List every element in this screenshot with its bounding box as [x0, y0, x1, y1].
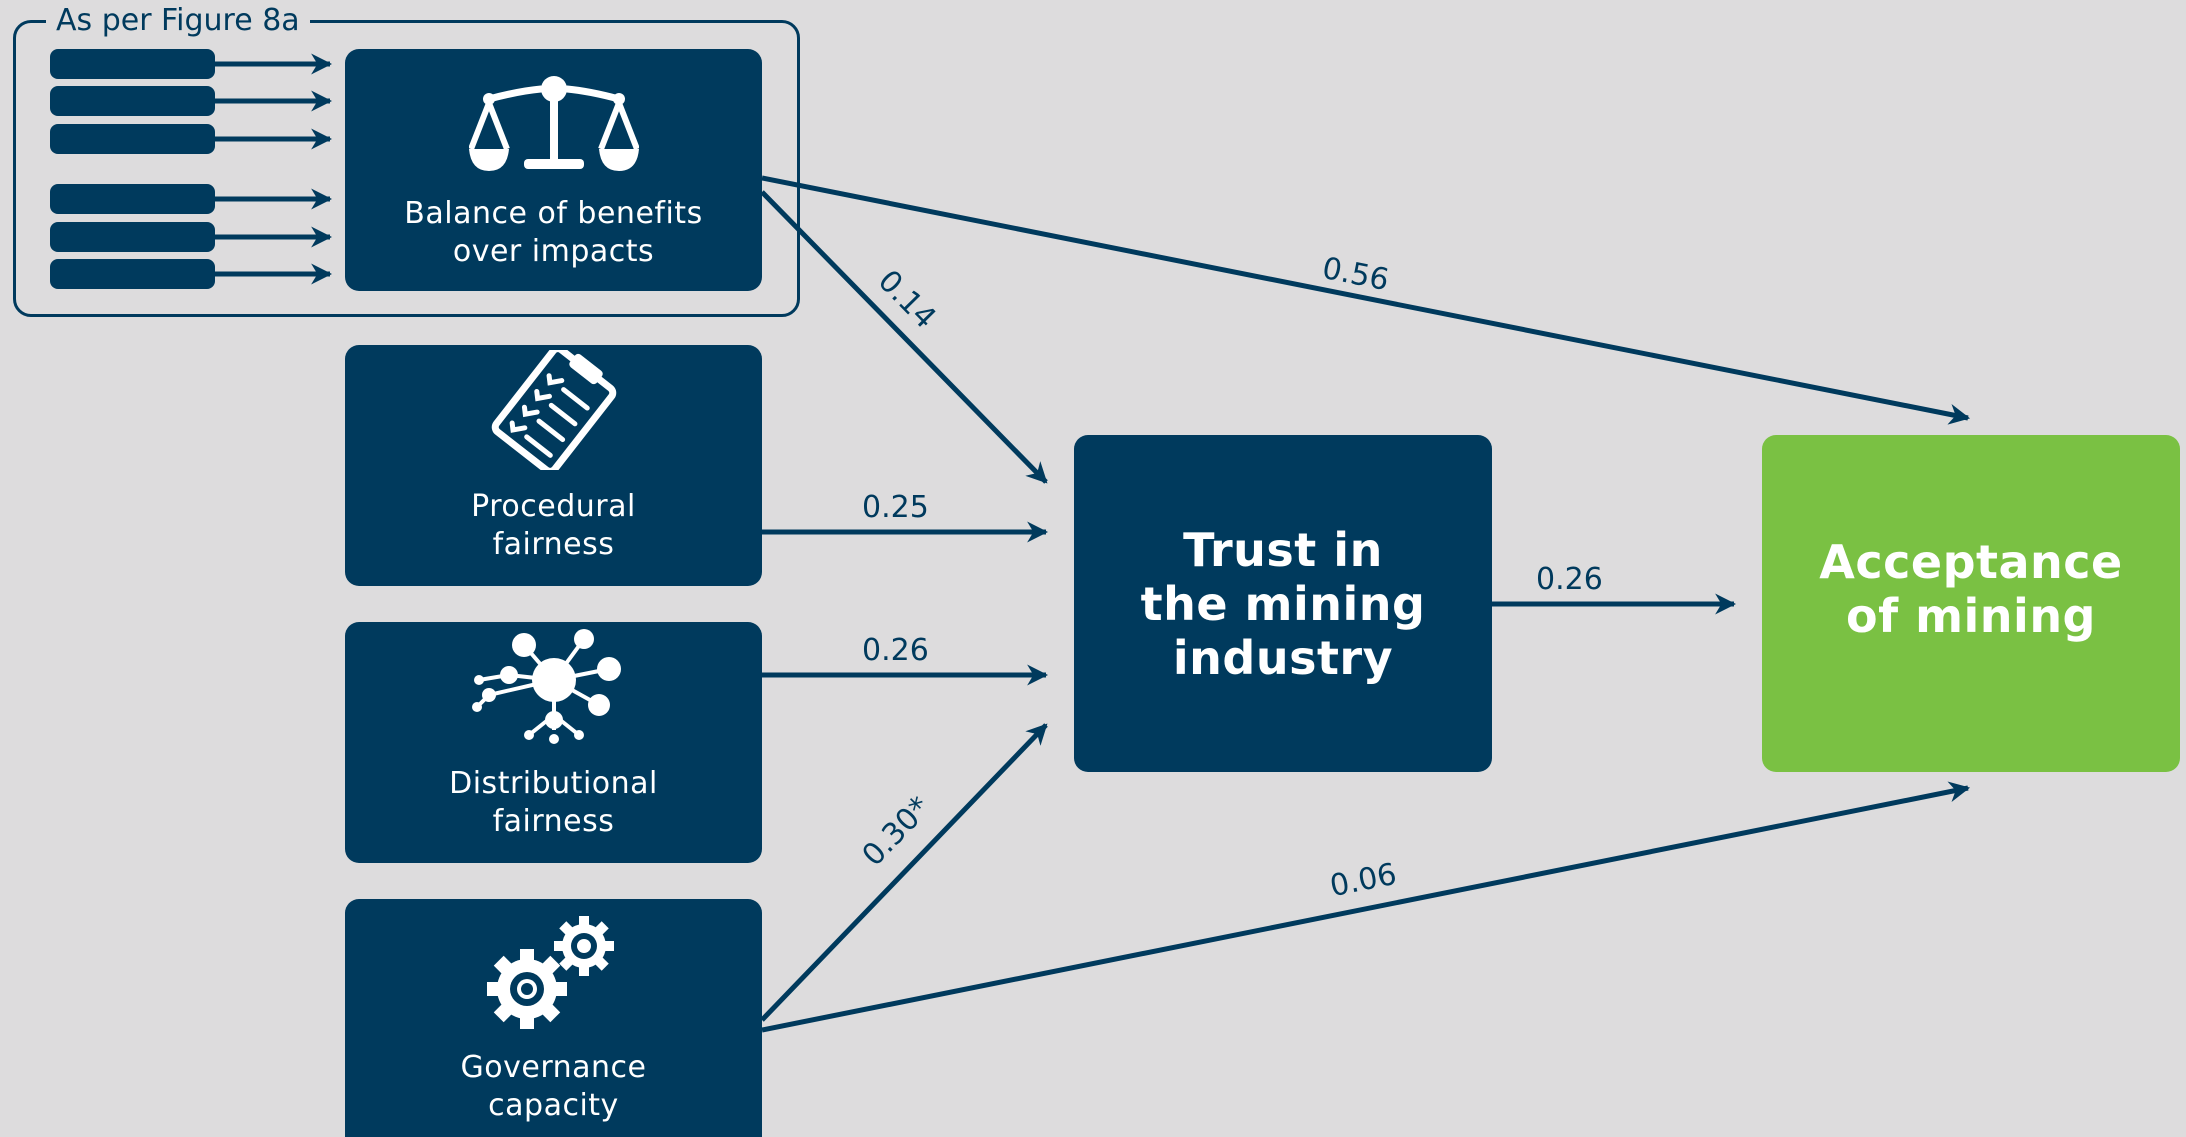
- arrow-governance-to-acceptance: [761, 781, 1971, 1033]
- clipboard-icon: [491, 350, 616, 470]
- input-stub-bar: [50, 124, 215, 154]
- gears-icon: [486, 916, 614, 1029]
- node-governance-capacity: Governance capacity: [345, 899, 762, 1137]
- node-trust-in-mining-industry: Trust in the mining industry: [1074, 435, 1492, 772]
- node-procedural-label: Procedural fairness: [471, 489, 636, 562]
- coef-procedural-to-trust: 0.25: [862, 490, 929, 525]
- node-governance-label: Governance capacity: [460, 1050, 647, 1123]
- node-distributional-fairness: Distributional fairness: [345, 622, 762, 863]
- node-balance-label: Balance of benefits over impacts: [404, 196, 703, 269]
- input-stub-bar: [50, 184, 215, 214]
- input-stub-bar: [50, 222, 215, 252]
- node-acceptance-of-mining: Acceptance of mining: [1762, 435, 2180, 772]
- scales-icon: [468, 76, 639, 171]
- coef-trust-to-acceptance: 0.26: [1536, 562, 1603, 597]
- node-procedural-fairness: Procedural fairness: [345, 345, 762, 586]
- input-stub-bar: [50, 259, 215, 289]
- arrow-balance-to-trust: [760, 190, 1048, 484]
- arrow-balance-to-acceptance: [761, 175, 1971, 425]
- node-balance-of-benefits: Balance of benefits over impacts: [345, 49, 762, 291]
- coef-distributional-to-trust: 0.26: [862, 633, 929, 668]
- node-trust-label: Trust in the mining industry: [1140, 522, 1426, 685]
- input-stub-bar: [50, 49, 215, 79]
- network-icon: [471, 629, 621, 744]
- input-stub-bar: [50, 86, 215, 116]
- figure-8a-group-frame: [13, 20, 800, 317]
- node-acceptance-label: Acceptance of mining: [1819, 534, 2123, 643]
- group-caption: As per Figure 8a: [46, 2, 310, 40]
- arrow-governance-to-trust: [760, 723, 1048, 1022]
- node-distributional-label: Distributional fairness: [449, 766, 658, 839]
